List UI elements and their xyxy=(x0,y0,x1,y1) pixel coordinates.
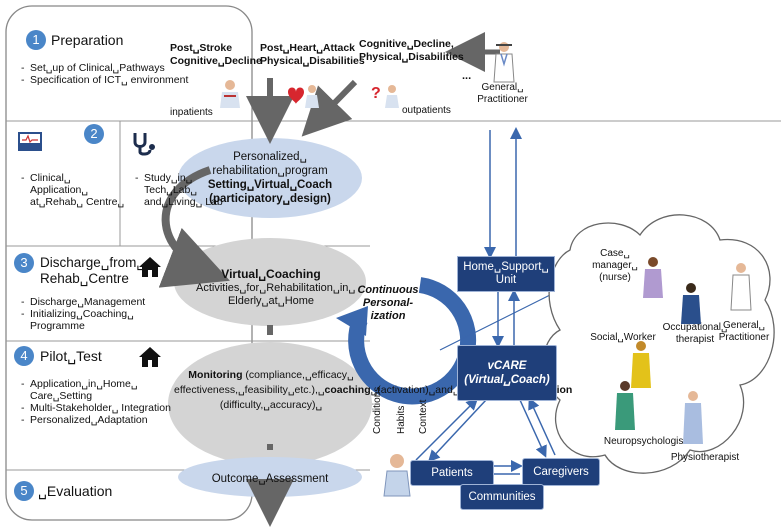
social-worker-label: Social␣Worker xyxy=(590,332,656,343)
monitoring-b2: coaching xyxy=(324,384,371,396)
ellipsis: ... xyxy=(462,70,472,82)
case-manager-label: Case␣ manager␣ (nurse) xyxy=(592,248,638,283)
phase-2-number: 2 xyxy=(84,124,104,144)
house-icon xyxy=(139,257,161,277)
category-heart: Post␣Heart␣Attack Physical␣Disabilities xyxy=(260,42,365,67)
monitoring-text: Monitoring (compliance,␣efficacy␣ effect… xyxy=(174,368,572,413)
occupational-label: Occupational␣ therapist xyxy=(662,322,728,345)
habits-label: Habits xyxy=(396,405,407,434)
phase-1-number: 1 xyxy=(26,30,46,50)
phase-5-number: 5 xyxy=(14,481,34,501)
question-patient-icon: ? xyxy=(371,85,399,108)
doctor-icon xyxy=(493,42,515,83)
continuous-label: Continuous Personal- ization xyxy=(357,284,419,322)
caregivers-box: Caregivers xyxy=(522,458,600,486)
care-team-cloud xyxy=(542,214,775,474)
outcome-ellipse xyxy=(178,457,362,497)
patient-icon xyxy=(383,454,411,497)
list-item: Multi-Stakeholder␣ Integration xyxy=(21,402,180,414)
list-item: Initializing␣Coaching␣ Programme xyxy=(21,308,190,332)
phase-2-right-list: Study␣in␣ Tech␣Lab␣ and␣Living␣ Lab xyxy=(130,172,224,208)
phase-4-list: Application␣in␣Home␣ Care␣Setting Multi-… xyxy=(16,378,180,426)
outcome-text: Outcome␣Assessment xyxy=(211,473,329,485)
physio-label: Physiotherapist xyxy=(670,452,740,463)
patients-box: Patients xyxy=(410,460,494,486)
house-icon xyxy=(139,347,161,367)
category-cognitive: Cognitive␣Decline, Physical␣Disabilities xyxy=(359,38,464,63)
social-worker-icon xyxy=(631,341,651,388)
neuropsychologist-icon xyxy=(615,381,635,430)
neuro-label: Neuropsychologist xyxy=(603,436,687,447)
phase-2-left-list: Clinical␣ Application␣ at␣Rehab␣ Centre␣ xyxy=(16,172,130,208)
personalization-ring xyxy=(348,277,477,405)
monitoring-ellipse xyxy=(168,342,372,466)
svg-text:?: ? xyxy=(371,85,381,102)
list-item: Personalized␣Adaptation xyxy=(21,414,180,426)
phase-1-list: Set␣up of Clinical␣Pathways Specificatio… xyxy=(16,62,200,86)
ecg-monitor-icon xyxy=(18,132,42,151)
program-bold: Setting␣Virtual␣Coach (participatory␣des… xyxy=(207,179,333,205)
list-item: Specification of ICT␣ environment xyxy=(21,74,200,86)
coaching-title: Virtual␣Coaching xyxy=(221,267,321,281)
conditions-label: Conditions xyxy=(372,386,383,434)
home-support-unit: Home␣Support␣ Unit xyxy=(457,256,555,292)
heart-patient-icon xyxy=(288,85,319,108)
phase-3-list: Discharge␣Management Initializing␣Coachi… xyxy=(16,296,190,332)
list-item: Study␣in␣ Tech␣Lab␣ and␣Living␣ Lab xyxy=(135,172,224,208)
phase-3-title: Discharge␣from␣ Rehab␣Centre xyxy=(40,255,145,286)
program-ellipse xyxy=(178,138,362,218)
physiotherapist-icon xyxy=(683,391,703,444)
gp-team-label: General␣ Practitioner xyxy=(718,320,770,343)
context-label: Context xyxy=(418,399,429,434)
vcare-box: vCARE (Virtual␣Coach) xyxy=(457,345,557,401)
phase-4-number: 4 xyxy=(14,346,34,366)
phase-3-number: 3 xyxy=(14,253,34,273)
coaching-text: Virtual␣Coaching Activities␣for␣Rehabili… xyxy=(196,267,355,308)
monitoring-t1: (compliance,␣efficacy␣ effectiveness,␣fe… xyxy=(174,369,354,396)
gp-label: General␣ Practitioner xyxy=(477,82,528,105)
program-line: Personalized␣ rehabilitation␣program xyxy=(212,151,328,177)
inpatients-label: inpatients xyxy=(170,107,213,118)
list-item: Clinical␣ Application␣ at␣Rehab␣ Centre␣ xyxy=(21,172,130,208)
coaching-sub: Activities␣for␣Rehabilitation␣in␣ Elderl… xyxy=(196,282,356,307)
program-text: Personalized␣ rehabilitation␣program Set… xyxy=(196,150,344,206)
phase-1-title: Preparation xyxy=(51,32,124,48)
nurse-icon xyxy=(643,257,663,298)
category-stroke: Post␣Stroke Cognitive␣Decline xyxy=(170,42,262,67)
phase-5-title: ␣Evaluation xyxy=(38,483,113,499)
list-item: Set␣up of Clinical␣Pathways xyxy=(21,62,200,74)
occupational-therapist-icon xyxy=(681,283,701,324)
communities-box: Communities xyxy=(460,484,544,510)
stethoscope-icon xyxy=(133,133,155,156)
monitoring-t3: (difficulty,␣accuracy)␣ xyxy=(219,399,323,411)
list-item: Discharge␣Management xyxy=(21,296,190,308)
list-item: Application␣in␣Home␣ Care␣Setting xyxy=(21,378,180,402)
outpatients-label: outpatients xyxy=(402,105,451,116)
patient-icon xyxy=(220,80,240,108)
phase-4-title: Pilot␣Test xyxy=(40,348,102,364)
general-practitioner-icon xyxy=(730,263,752,311)
monitoring-b1: Monitoring xyxy=(188,369,243,381)
